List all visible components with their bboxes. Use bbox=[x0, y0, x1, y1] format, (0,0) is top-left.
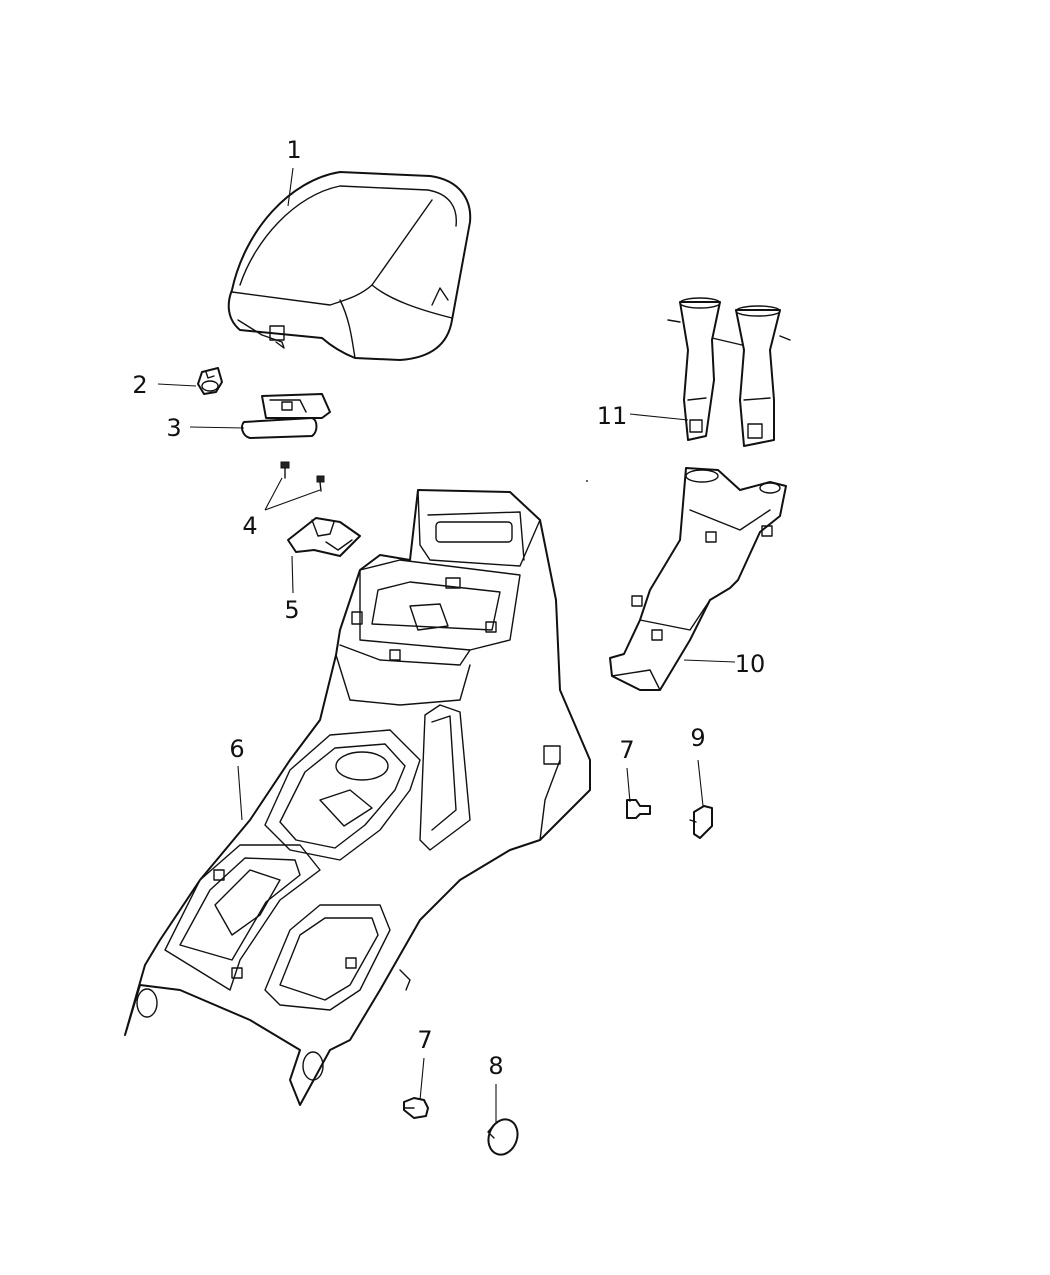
callout-8: 8 bbox=[488, 1052, 503, 1080]
callout-3: 3 bbox=[166, 414, 181, 442]
part-8-round-cap[interactable] bbox=[484, 1115, 523, 1158]
callout-11: 11 bbox=[597, 402, 628, 430]
callout-10: 10 bbox=[735, 650, 766, 678]
callout-5: 5 bbox=[284, 596, 299, 624]
callout-4: 4 bbox=[242, 512, 257, 540]
callout-6: 6 bbox=[229, 735, 244, 763]
part-5-bracket[interactable] bbox=[287, 517, 361, 557]
part-9-trim-cap[interactable] bbox=[689, 805, 713, 839]
part-3-latch[interactable] bbox=[241, 393, 331, 439]
part-6-center-console[interactable] bbox=[124, 489, 591, 1106]
part-4-screws[interactable] bbox=[280, 461, 325, 492]
leader-lines bbox=[157, 167, 736, 1122]
callout-9: 9 bbox=[690, 724, 705, 752]
part-10-air-duct[interactable] bbox=[609, 467, 787, 691]
part-7-push-pin-upper[interactable] bbox=[626, 799, 651, 819]
part-11-twin-ducts[interactable] bbox=[667, 297, 791, 447]
part-7-push-pin-lower[interactable] bbox=[403, 1097, 429, 1119]
callout-2: 2 bbox=[132, 371, 147, 399]
stray-dot bbox=[586, 480, 588, 482]
callout-1: 1 bbox=[286, 136, 301, 164]
callouts: 1 2 3 4 5 6 7 7 8 9 10 11 bbox=[132, 136, 765, 1080]
callout-7-upper: 7 bbox=[619, 736, 634, 764]
callout-7-lower: 7 bbox=[417, 1026, 432, 1054]
part-2-plug[interactable] bbox=[197, 367, 223, 395]
part-1-armrest-lid[interactable] bbox=[227, 171, 472, 361]
